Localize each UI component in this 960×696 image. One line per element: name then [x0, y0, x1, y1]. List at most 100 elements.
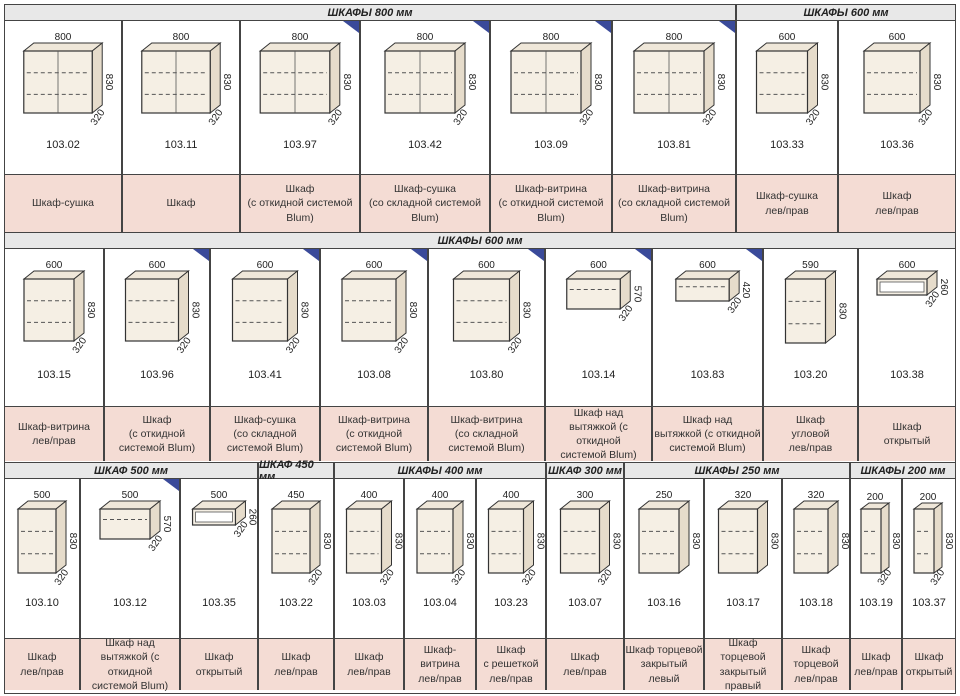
item-code: 103.03	[352, 597, 386, 609]
item-code: 103.09	[534, 139, 568, 151]
item-code: 103.10	[25, 597, 59, 609]
blum-flag-icon	[193, 249, 209, 261]
height-label: 830	[85, 302, 96, 319]
item-label: Шкаф торцевой лев/прав	[783, 638, 849, 690]
item-label: Шкаф с решеткой лев/прав	[477, 638, 545, 690]
item-code: 103.42	[408, 139, 442, 151]
blum-flag-icon	[595, 21, 611, 33]
width-label: 200	[920, 492, 937, 503]
height-label: 830	[221, 74, 232, 91]
width-label: 400	[503, 490, 520, 501]
height-label: 830	[299, 302, 310, 319]
code-box: 103.80	[429, 367, 544, 408]
item-label: Шкаф-сушка лев/прав	[737, 174, 837, 232]
height-label: 830	[190, 302, 201, 319]
height-label: 830	[715, 74, 726, 91]
height-label: 830	[837, 303, 848, 320]
item-code: 103.81	[657, 139, 691, 151]
item-code: 103.14	[581, 369, 616, 381]
item-label: Шкаф	[123, 174, 239, 232]
item-code: 103.20	[793, 369, 828, 381]
width-label: 800	[543, 32, 560, 43]
width-label: 600	[478, 260, 495, 271]
code-box: 103.37	[903, 595, 955, 640]
item-label: Шкаф лев/прав	[259, 638, 333, 690]
item-label: Шкаф над вытяжкой (с откидной системой B…	[546, 406, 651, 461]
item-label: Шкаф открытый	[181, 638, 257, 690]
blum-flag-icon	[719, 21, 735, 33]
section-header: ШКАФ 450 мм	[258, 459, 334, 483]
height-label: 570	[631, 286, 642, 303]
code-box: 103.83	[653, 367, 762, 408]
item-label: Шкаф-сушка (со складной системой Blum)	[211, 406, 319, 461]
item-label: Шкаф-витрина (с откидной системой Blum)	[321, 406, 427, 461]
item-code: 103.36	[880, 139, 914, 151]
item-label: Шкаф лев/прав	[851, 638, 901, 690]
item-code: 103.12	[113, 597, 147, 609]
code-box: 103.17	[705, 595, 781, 640]
item-code: 103.35	[202, 597, 236, 609]
item-label: Шкаф лев/прав	[547, 638, 623, 690]
item-label: Шкаф (с откидной системой Blum)	[105, 406, 209, 461]
item-code: 103.19	[859, 597, 893, 609]
code-box: 103.04	[405, 595, 475, 640]
width-label: 450	[288, 490, 305, 501]
code-box: 103.02	[5, 137, 121, 176]
code-box: 103.16	[625, 595, 703, 640]
